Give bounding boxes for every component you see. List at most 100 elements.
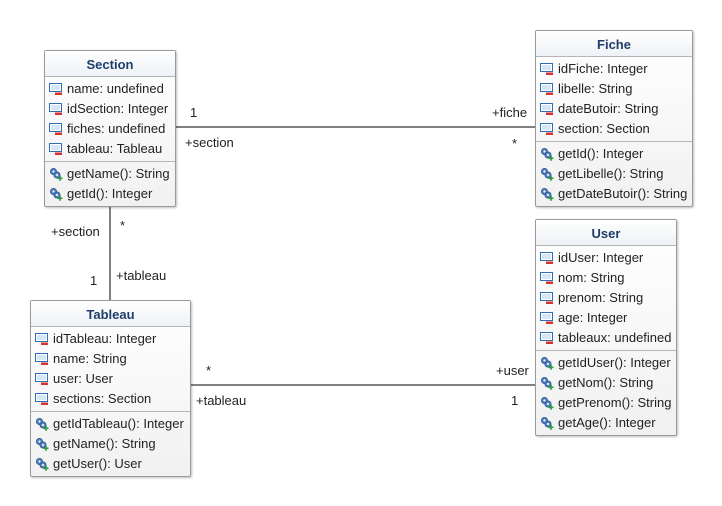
operation-text: getName(): String [53, 436, 156, 451]
attribute-private-icon [31, 372, 53, 386]
attribute-text: nom: String [558, 270, 625, 285]
attribute-row[interactable]: age: Integer [536, 308, 676, 328]
operation-public-icon [536, 396, 558, 410]
class-title: Tableau [31, 301, 190, 327]
section-tableau-bottom-role: +tableau [116, 268, 167, 283]
attributes-compartment: name: undefined idSection: Integer fiches:… [45, 77, 175, 162]
tableau-user-right-multiplicity: 1 [511, 393, 519, 408]
attribute-row[interactable]: prenom: String [536, 288, 676, 308]
operation-public-icon [536, 356, 558, 370]
attribute-row[interactable]: user: User [31, 369, 190, 389]
attribute-text: name: String [53, 351, 127, 366]
attribute-private-icon [45, 102, 67, 116]
operation-text: getName(): String [67, 166, 170, 181]
attribute-text: idTableau: Integer [53, 331, 157, 346]
operation-public-icon [536, 416, 558, 430]
operation-row[interactable]: getDateButoir(): String [536, 184, 692, 204]
attribute-row[interactable]: idFiche: Integer [536, 59, 692, 79]
attribute-private-icon [45, 122, 67, 136]
operation-text: getId(): Integer [67, 186, 153, 201]
attribute-text: sections: Section [53, 391, 152, 406]
operation-text: getUser(): User [53, 456, 142, 471]
operations-compartment: getId(): Integer getLibelle(): String getD… [536, 142, 692, 206]
attribute-private-icon [536, 102, 558, 116]
attribute-private-icon [536, 331, 558, 345]
attribute-private-icon [45, 142, 67, 156]
operation-text: getAge(): Integer [558, 415, 656, 430]
attribute-text: fiches: undefined [67, 121, 166, 136]
operation-row[interactable]: getNom(): String [536, 373, 676, 393]
operation-row[interactable]: getAge(): Integer [536, 413, 676, 433]
operation-row[interactable]: getLibelle(): String [536, 164, 692, 184]
operation-row[interactable]: getIdUser(): Integer [536, 353, 676, 373]
attribute-row[interactable]: dateButoir: String [536, 99, 692, 119]
section-fiche-left-role: +section [185, 135, 234, 150]
attribute-text: idUser: Integer [558, 250, 644, 265]
operation-row[interactable]: getId(): Integer [536, 144, 692, 164]
class-title: Section [45, 51, 175, 77]
operation-row[interactable]: getName(): String [31, 434, 190, 454]
operation-public-icon [31, 417, 53, 431]
attribute-row[interactable]: libelle: String [536, 79, 692, 99]
operation-public-icon [31, 457, 53, 471]
attribute-row[interactable]: name: String [31, 349, 190, 369]
attribute-text: prenom: String [558, 290, 644, 305]
class-title: Fiche [536, 31, 692, 57]
operation-text: getPrenom(): String [558, 395, 672, 410]
attribute-text: tableau: Tableau [67, 141, 163, 156]
attribute-text: age: Integer [558, 310, 628, 325]
attribute-row[interactable]: fiches: undefined [45, 119, 175, 139]
attribute-private-icon [45, 82, 67, 96]
operation-row[interactable]: getIdTableau(): Integer [31, 414, 190, 434]
attribute-private-icon [536, 62, 558, 76]
class-section[interactable]: Section name: undefined idSection: Integer… [44, 50, 176, 207]
tableau-user-right-role: +user [496, 363, 529, 378]
operation-public-icon [536, 376, 558, 390]
attribute-row[interactable]: tableaux: undefined [536, 328, 676, 348]
attribute-private-icon [536, 291, 558, 305]
attribute-row[interactable]: section: Section [536, 119, 692, 139]
class-tableau[interactable]: Tableau idTableau: Integer name: String use… [30, 300, 191, 477]
operation-text: getLibelle(): String [558, 166, 664, 181]
section-tableau-top-multiplicity: * [120, 218, 126, 233]
tableau-user-left-role: +tableau [196, 393, 247, 408]
operation-public-icon [536, 147, 558, 161]
attribute-private-icon [536, 122, 558, 136]
operation-row[interactable]: getName(): String [45, 164, 175, 184]
attribute-text: dateButoir: String [558, 101, 659, 116]
section-tableau-bottom-multiplicity: 1 [90, 273, 98, 288]
operation-public-icon [45, 187, 67, 201]
attribute-text: tableaux: undefined [558, 330, 672, 345]
attribute-private-icon [31, 392, 53, 406]
operation-row[interactable]: getPrenom(): String [536, 393, 676, 413]
operation-row[interactable]: getUser(): User [31, 454, 190, 474]
operation-text: getId(): Integer [558, 146, 644, 161]
attributes-compartment: idTableau: Integer name: String user: User… [31, 327, 190, 412]
attribute-row[interactable]: idSection: Integer [45, 99, 175, 119]
attribute-row[interactable]: tableau: Tableau [45, 139, 175, 159]
attribute-row[interactable]: idTableau: Integer [31, 329, 190, 349]
attribute-row[interactable]: sections: Section [31, 389, 190, 409]
section-fiche-right-role: +fiche [492, 105, 528, 120]
attribute-private-icon [536, 251, 558, 265]
attribute-private-icon [536, 82, 558, 96]
operations-compartment: getIdTableau(): Integer getName(): String… [31, 412, 190, 476]
section-fiche-right-multiplicity: * [512, 136, 518, 151]
operation-row[interactable]: getId(): Integer [45, 184, 175, 204]
section-fiche-left-multiplicity: 1 [190, 105, 198, 120]
attribute-row[interactable]: nom: String [536, 268, 676, 288]
attribute-text: idSection: Integer [67, 101, 169, 116]
attribute-row[interactable]: name: undefined [45, 79, 175, 99]
attribute-row[interactable]: idUser: Integer [536, 248, 676, 268]
attribute-text: user: User [53, 371, 113, 386]
operation-public-icon [31, 437, 53, 451]
attributes-compartment: idUser: Integer nom: String prenom: String… [536, 246, 676, 351]
operation-public-icon [536, 187, 558, 201]
attribute-text: name: undefined [67, 81, 164, 96]
